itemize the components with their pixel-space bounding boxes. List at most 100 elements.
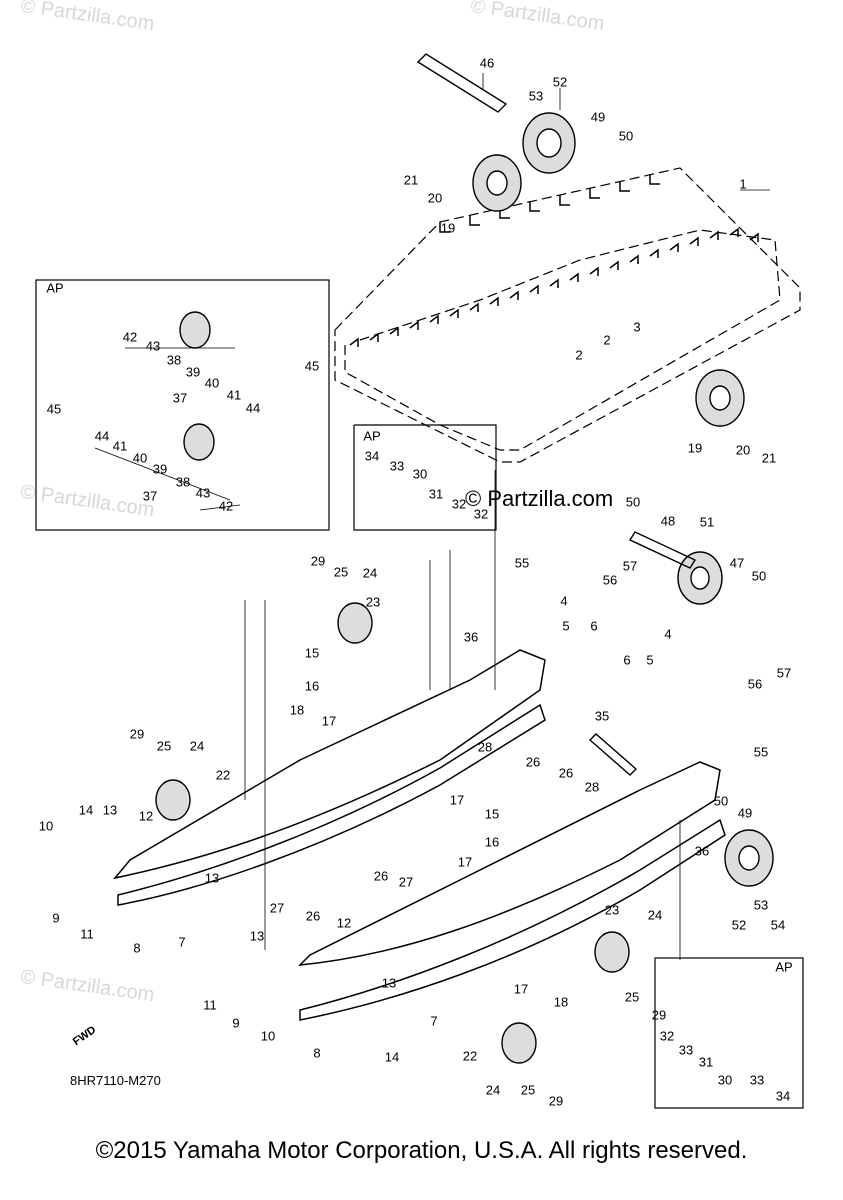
callout: 20 [735,442,751,458]
callout: 18 [553,994,569,1010]
callout: 35 [594,708,610,724]
callout: 10 [260,1028,276,1044]
callout: 33 [389,458,405,474]
callout: 2 [575,347,583,363]
callout: 25 [156,738,172,754]
ap-box-bottom-right [654,957,804,1109]
callout: 12 [138,808,154,824]
callout: 28 [477,739,493,755]
callout: 36 [463,629,479,645]
callout: 11 [203,997,217,1013]
callout: 14 [78,802,94,818]
callout: 40 [132,450,148,466]
callout: 57 [622,558,638,574]
callout: 49 [737,805,753,821]
callout: 22 [215,767,231,783]
callout: 32 [659,1028,675,1044]
callout: 17 [449,792,465,808]
ap-box-middle [353,424,497,531]
callout: 27 [398,874,414,890]
callout: 7 [178,934,186,950]
callout: 33 [749,1072,765,1088]
wheels [155,112,774,1064]
callout: 30 [412,466,428,482]
callout: 50 [618,128,634,144]
callout: 39 [185,364,201,380]
callout: 49 [590,109,606,125]
callout: 53 [528,88,544,104]
callout: 41 [226,387,242,403]
callout: 13 [381,975,397,991]
callout: 21 [761,450,777,466]
callout: 38 [166,352,182,368]
callout: 54 [770,917,786,933]
callout: 4 [664,626,672,642]
callout: 27 [269,900,285,916]
callout: 8 [133,940,141,956]
callout: 37 [142,488,158,504]
callout: 29 [651,1007,667,1023]
callout: 55 [753,744,769,760]
callout: 24 [647,907,663,923]
callout: 6 [590,618,598,634]
copyright-notice: ©2015 Yamaha Motor Corporation, U.S.A. A… [95,1137,748,1164]
callout: 42 [218,498,234,514]
callout: 26 [305,908,321,924]
ap-box-left [35,279,330,531]
callout: 16 [304,678,320,694]
callout: 40 [204,375,220,391]
callout: 36 [694,843,710,859]
callout: 29 [310,553,326,569]
callout: 37 [172,390,188,406]
callout: 30 [717,1072,733,1088]
callout: 11 [80,926,94,942]
callout: 15 [304,645,320,661]
callout: 43 [195,485,211,501]
callout: 5 [562,618,570,634]
callout: 17 [457,854,473,870]
callout: 47 [729,555,745,571]
callout: 34 [775,1088,791,1104]
callout: 4 [560,593,568,609]
callout: 29 [548,1093,564,1109]
callout: 52 [731,917,747,933]
callout: 42 [122,329,138,345]
ap-label: AP [363,428,381,444]
callout: 32 [473,506,489,522]
callout: 52 [552,74,568,90]
callout: 45 [46,401,62,417]
partzilla-mark: © Partzilla.com [465,486,614,511]
callout: 29 [129,726,145,742]
callout: 51 [699,514,715,530]
ap-label: AP [46,280,64,296]
callout: 18 [289,702,305,718]
left-rail [113,649,546,906]
callout: 26 [373,868,389,884]
callout: 15 [484,806,500,822]
callout: 6 [623,652,631,668]
callout: 26 [525,754,541,770]
callout: 50 [751,568,767,584]
callout: 56 [747,676,763,692]
callout: 13 [102,802,118,818]
callout: 24 [485,1082,501,1098]
callout: 3 [633,319,641,335]
shafts [416,53,697,776]
callout: 32 [451,496,467,512]
callout: 55 [514,555,530,571]
callout: 17 [513,981,529,997]
callout: 19 [440,220,456,236]
callout: 25 [333,564,349,580]
ap-label: AP [775,959,793,975]
callout: 31 [698,1054,714,1070]
callout: 48 [660,513,676,529]
right-rail [297,761,726,1021]
callout: 7 [430,1013,438,1029]
callout: 9 [232,1015,240,1031]
callout: 1 [739,176,747,192]
callout: 50 [713,793,729,809]
callout: 13 [249,928,265,944]
leader-lines [94,73,770,960]
